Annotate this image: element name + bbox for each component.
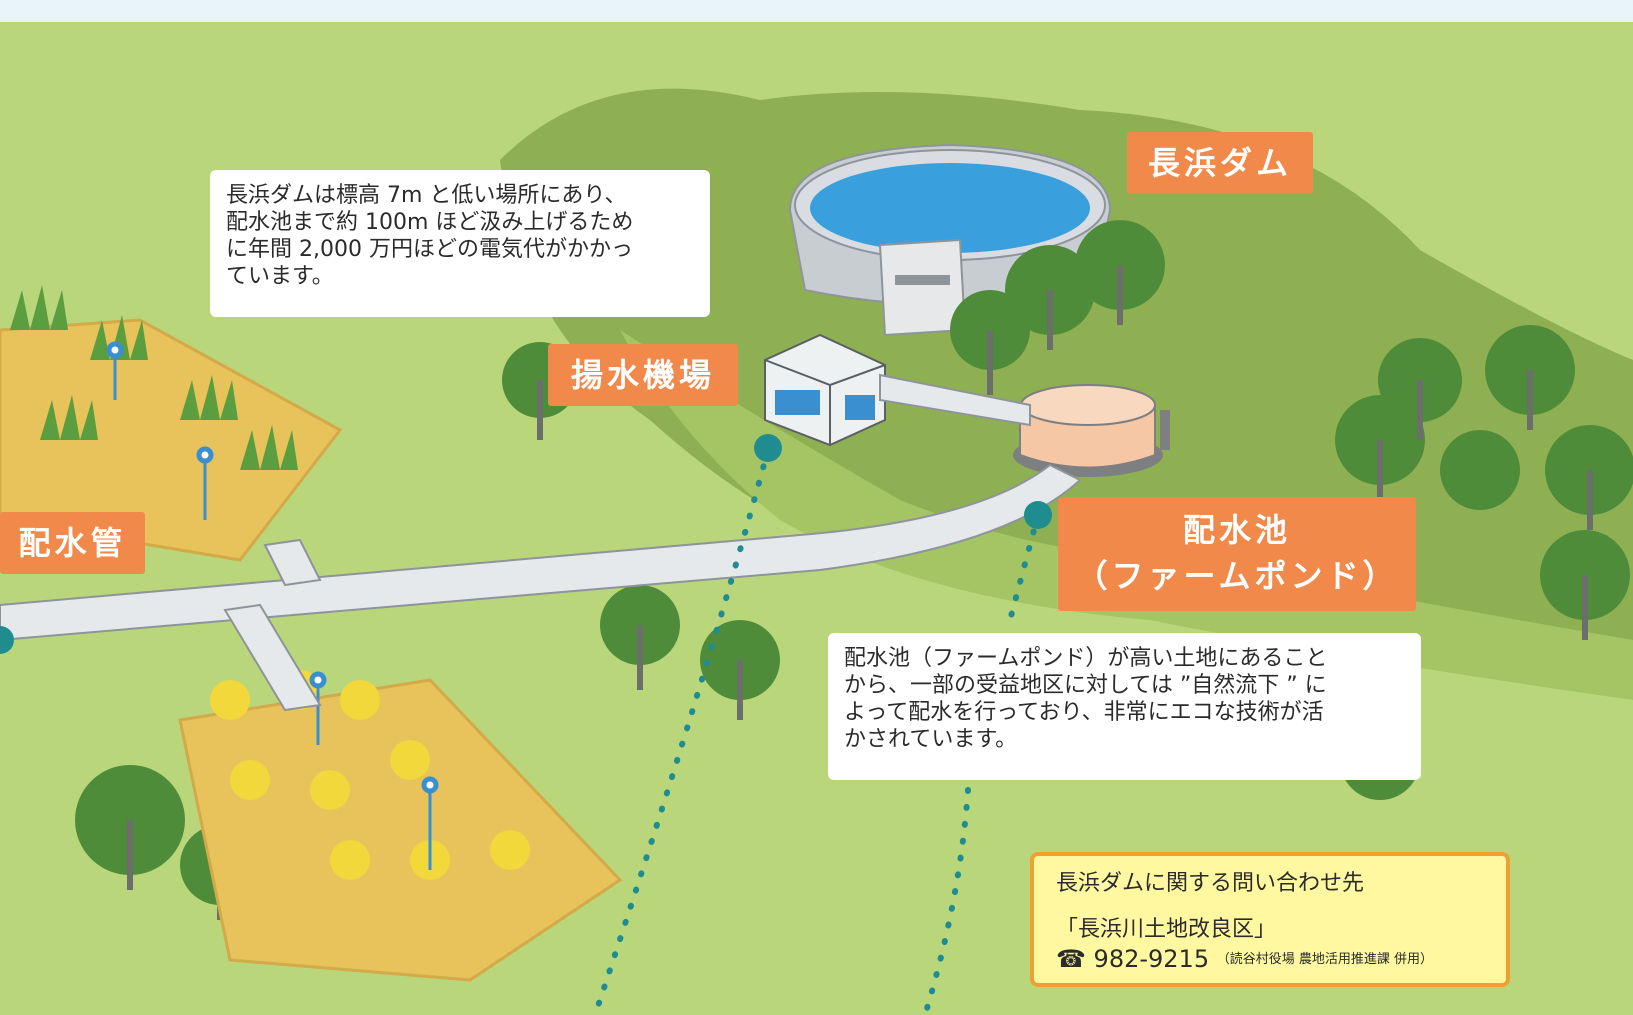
farm-pond-label-line2: （ファームポンド） xyxy=(1075,557,1399,595)
field-top xyxy=(0,318,343,562)
farm-pond-note: 配水池（ファームポンド）が高い土地にあること から、一部の受益地区に対しては ”… xyxy=(828,633,1421,780)
note-line: 長浜ダムは標高 7m と低い場所にあり、 xyxy=(226,183,627,208)
pump-station-note: 長浜ダムは標高 7m と低い場所にあり、 配水池まで約 100m ほど汲み上げる… xyxy=(210,170,710,317)
contact-box: 長浜ダムに関する問い合わせ先 「長浜川土地改良区」 ☎ 982-9215 （読谷… xyxy=(1030,852,1510,987)
farm-pond-label: 配水池 （ファームポンド） xyxy=(1058,497,1416,611)
note-line: ています。 xyxy=(226,264,334,289)
note-line: よって配水を行っており、非常にエコな技術が活 xyxy=(844,700,1324,725)
note-line: 配水池まで約 100m ほど汲み上げるため xyxy=(226,210,634,235)
tree-trunks xyxy=(127,265,1593,920)
contact-title: 長浜ダムに関する問い合わせ先 xyxy=(1056,871,1365,896)
leader-lines xyxy=(592,447,1041,1015)
phone-icon: ☎ xyxy=(1056,945,1086,973)
field-bottom xyxy=(178,678,623,982)
contact-org: 「長浜川土地改良区」 xyxy=(1056,917,1277,942)
contact-phone-row: ☎ 982-9215 （読谷村役場 農地活用推進課 併用） xyxy=(1056,944,1484,975)
farm-pond-icon xyxy=(1013,384,1170,477)
farm-pond-label-line1: 配水池 xyxy=(1182,511,1291,549)
crops-bottom xyxy=(210,670,530,880)
contact-phone[interactable]: 982-9215 xyxy=(1093,945,1210,973)
crops-top xyxy=(10,285,298,470)
note-line: かされています。 xyxy=(844,727,1018,752)
note-line: に年間 2,000 万円ほどの電気代がかかっ xyxy=(226,237,633,262)
sky-strip xyxy=(0,0,1633,22)
dam-label: 長浜ダム xyxy=(1127,132,1313,194)
note-line: 配水池（ファームポンド）が高い土地にあること xyxy=(844,646,1328,671)
pipe-label: 配水管 xyxy=(0,512,145,574)
pump-station-label: 揚水機場 xyxy=(548,344,738,406)
leader-dots xyxy=(0,434,1052,654)
contact-note: （読谷村役場 農地活用推進課 併用） xyxy=(1216,952,1433,967)
dam-icon xyxy=(788,143,1112,337)
note-line: から、一部の受益地区に対しては ”自然流下 ” に xyxy=(844,673,1327,698)
pump-station-icon xyxy=(764,333,886,447)
